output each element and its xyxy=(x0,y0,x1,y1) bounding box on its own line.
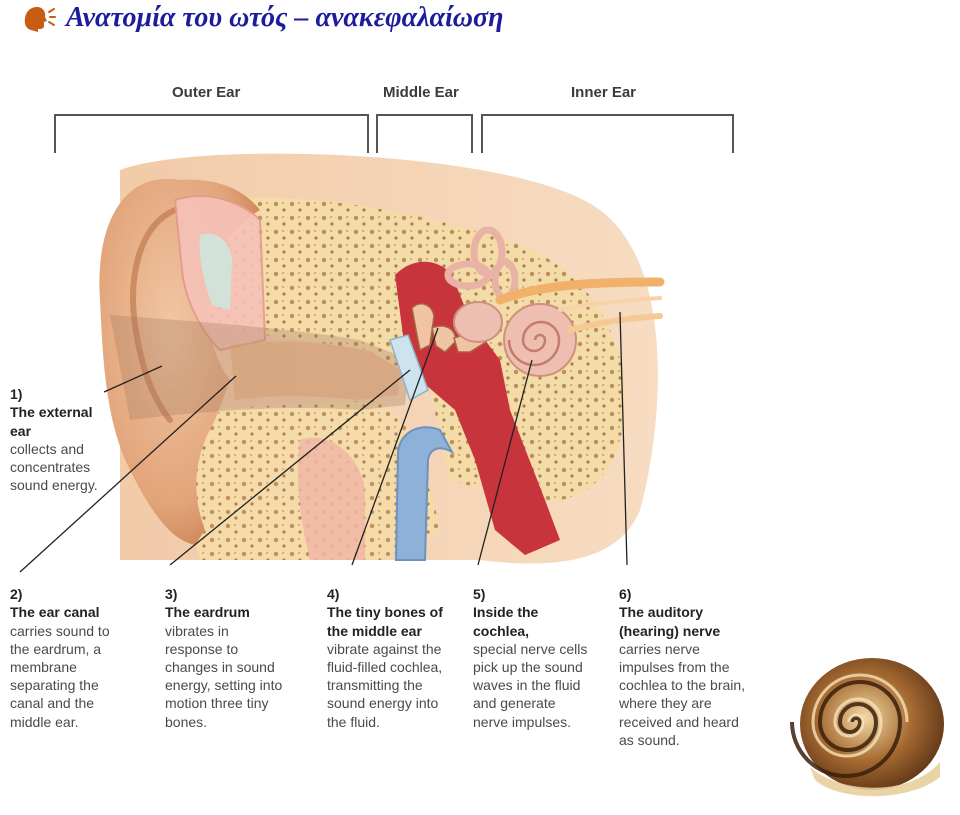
speaker-head-icon xyxy=(24,7,56,32)
snail-shell-icon xyxy=(790,658,944,797)
region-label-outer-ear: Outer Ear xyxy=(172,84,241,101)
auditory-nerve xyxy=(495,277,665,333)
page-title: Ανατομία του ωτός – ανακεφαλαίωση xyxy=(66,2,504,33)
eustachian-tube xyxy=(394,426,455,561)
caption-tiny-bones: 4) The tiny bones of the middle ear vibr… xyxy=(327,586,443,730)
region-label-middle-ear: Middle Ear xyxy=(383,84,459,101)
auricle xyxy=(99,178,260,545)
cochlea xyxy=(503,303,577,377)
caption-ear-canal: 2) The ear canal carries sound to the ea… xyxy=(10,586,110,730)
region-brackets xyxy=(54,114,734,153)
inner-ear-bracket xyxy=(481,114,734,153)
leader-lines xyxy=(19,311,628,573)
semicircular-canals xyxy=(444,226,519,302)
slide-title: Ανατομία του ωτός – ανακεφαλαίωση xyxy=(22,2,504,34)
caption-cochlea: 5) Inside the cochlea, special nerve cel… xyxy=(473,586,588,730)
eardrum xyxy=(389,334,429,402)
outer-ear-bracket xyxy=(54,114,369,153)
auricle-fold xyxy=(130,207,178,423)
caption-external-ear: 1) The external ear collects and concent… xyxy=(10,386,98,494)
region-label-inner-ear: Inner Ear xyxy=(571,84,637,101)
middle-ear-bracket xyxy=(376,114,473,153)
caption-eardrum: 3) The eardrum vibrates in response to c… xyxy=(165,586,283,730)
caption-auditory-nerve: 6) The auditory (hearing) nerve carries … xyxy=(619,586,746,748)
ear-illustration xyxy=(19,114,734,573)
ear-anatomy-diagram: Outer Ear Middle Ear Inner Ear 1) The ex… xyxy=(0,60,960,815)
vestibule xyxy=(453,301,503,343)
